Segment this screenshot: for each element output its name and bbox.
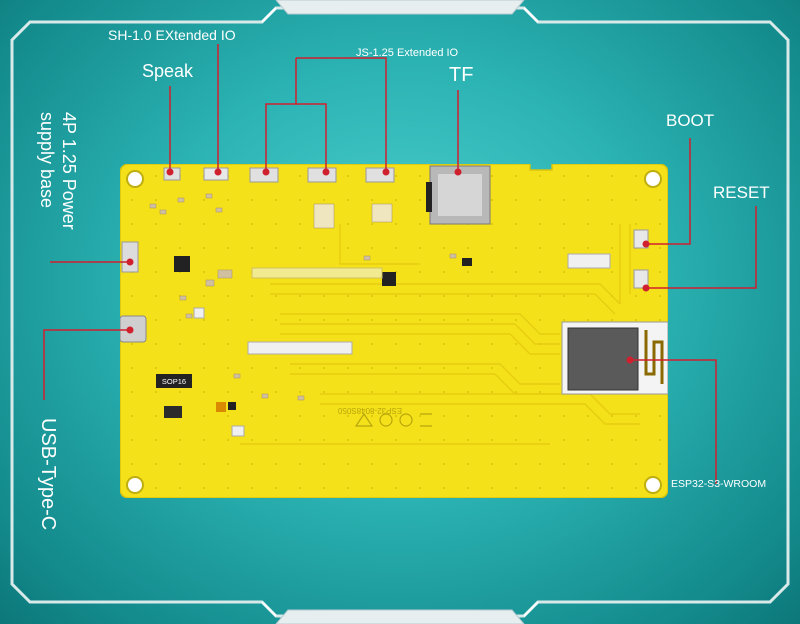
js-io-label: JS-1.25 Extended IO [356,47,459,59]
component [228,402,236,410]
fpc-connector [251,267,383,279]
tf-label: TF [449,64,474,86]
connector-power [121,241,139,273]
board-id-silkscreen: ESP32-8048S050 [337,406,402,415]
sop16-label: SOP16 [162,377,186,386]
passive-components [149,193,457,401]
module-label: ESP32-S3-WROOM [671,478,767,490]
pcb-board: SOP16 ESP32-8048S0 [120,164,668,498]
fpc-connector [567,253,611,269]
chip [382,272,396,286]
component [231,425,245,437]
boot-label: BOOT [666,111,715,130]
sh-io-label: SH-1.0 EXtended IO [108,27,236,43]
pcb-traces [240,224,640,445]
chip [462,258,472,266]
mounting-holes [126,170,662,494]
reset-button [633,269,649,289]
chip [174,256,190,272]
fpc-connector [247,341,353,355]
component [164,406,182,418]
component [193,307,205,319]
component [216,402,226,412]
esp32-module [561,321,668,395]
sop16-chip [156,374,192,388]
power-supply-label: 4P 1.25 Power supply base [37,112,79,230]
certification-marks [354,412,432,427]
tf-card-slot [426,165,491,225]
usb-type-c-label: USB-Type-C [37,418,59,531]
reset-label: RESET [713,183,770,202]
speak-label: Speak [142,61,194,81]
connector-js-io-1 [249,167,279,183]
